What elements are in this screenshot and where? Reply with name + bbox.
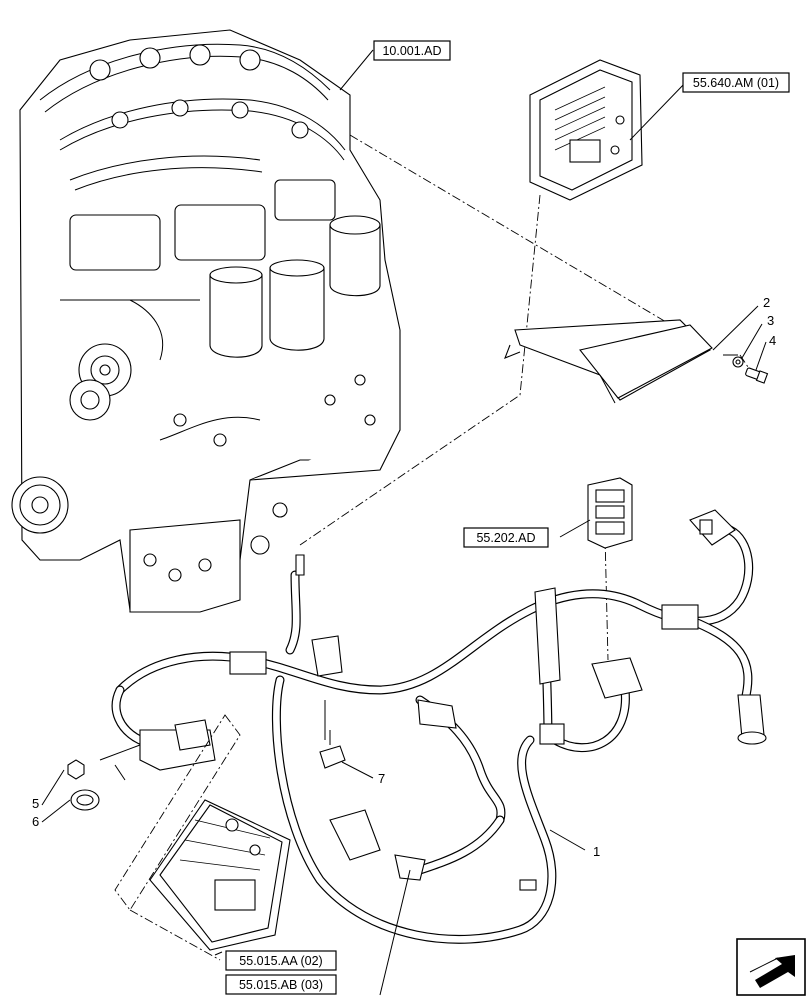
nut-and-clip [67, 759, 100, 811]
ecu-module [114, 714, 291, 961]
harness-connectors [139, 509, 767, 891]
ref-module-top[interactable]: 55.640.AM (01) [682, 72, 790, 93]
callout-bolt: 4 [769, 333, 776, 348]
svg-text:55.640.AM (01): 55.640.AM (01) [693, 76, 779, 90]
callout-clip: 6 [32, 814, 39, 829]
svg-text:10.001.AD: 10.001.AD [382, 44, 441, 58]
svg-text:55.015.AA (02): 55.015.AA (02) [239, 954, 322, 968]
callout-nut: 5 [32, 796, 39, 811]
callout-harness: 1 [593, 844, 600, 859]
ref-bracket-connector[interactable]: 55.202.AD [463, 527, 549, 548]
svg-text:55.015.AB (03): 55.015.AB (03) [239, 978, 323, 992]
engine-illustration [11, 29, 401, 613]
ref-engine[interactable]: 10.001.AD [373, 40, 451, 61]
callout-fastener: 7 [378, 771, 385, 786]
callout-washer: 3 [767, 313, 774, 328]
arrow-icon[interactable] [736, 938, 806, 996]
ref-ecu-1[interactable]: 55.015.AA (02) [225, 950, 337, 971]
mounting-bracket [504, 319, 713, 404]
bolt [745, 367, 769, 384]
callout-bracket: 2 [763, 295, 770, 310]
assembly-lines [299, 134, 751, 661]
push-fastener [319, 730, 346, 769]
bracket-connector [587, 477, 633, 549]
svg-text:55.202.AD: 55.202.AD [476, 531, 535, 545]
ref-ecu-2[interactable]: 55.015.AB (03) [225, 974, 337, 995]
control-module-top [529, 59, 643, 201]
leader-lines [41, 49, 767, 996]
